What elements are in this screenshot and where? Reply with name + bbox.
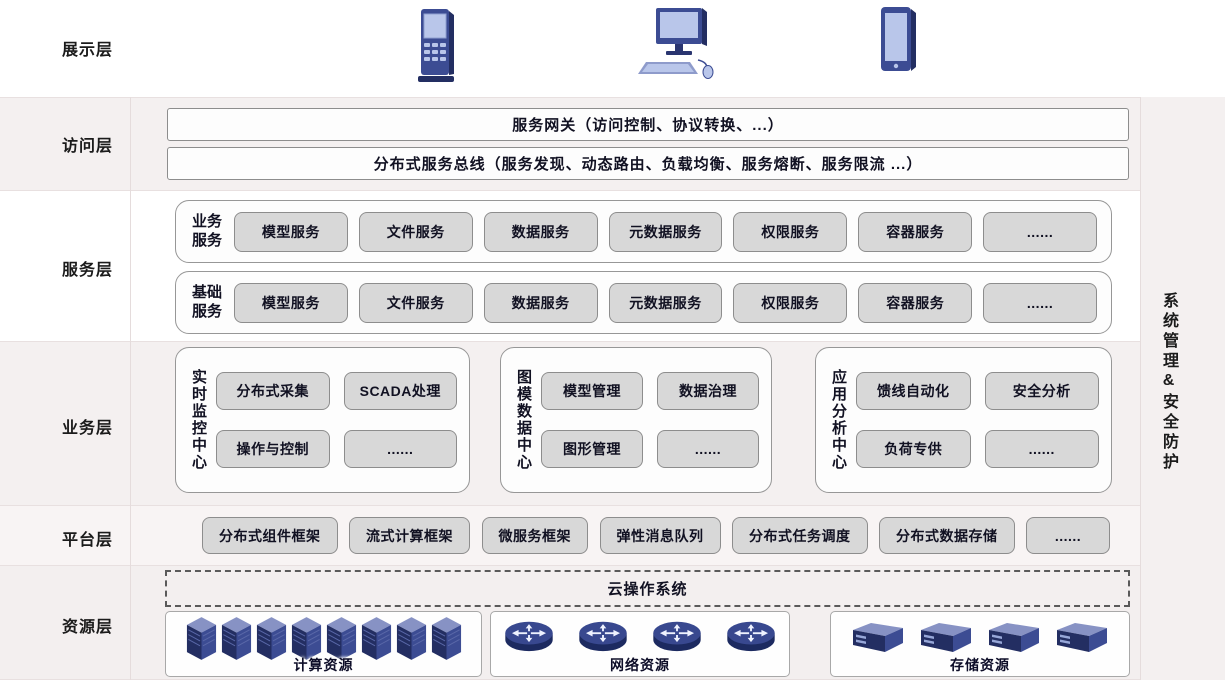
service-chip-more: ...... [983, 211, 1098, 252]
application-analysis-center: 应用分析中心 馈线自动化 安全分析 负荷专供 ...... [815, 347, 1112, 493]
platform-chip: 微服务框架 [481, 517, 588, 554]
resource-group-label: 网络资源 [610, 657, 670, 673]
business-chip: 馈线自动化 [856, 372, 971, 410]
platform-chip: 流式计算框架 [349, 517, 470, 554]
business-chip: 安全分析 [984, 372, 1099, 410]
router-icon [725, 618, 777, 654]
desktop-computer-icon [636, 6, 722, 80]
center-chip-grid: 馈线自动化 安全分析 负荷专供 ...... [856, 372, 1099, 468]
business-chip: 负荷专供 [856, 430, 971, 468]
center-chip-grid: 分布式采集 SCADA处理 操作与控制 ...... [216, 372, 457, 468]
sidebar-column [1140, 97, 1225, 680]
storage-array-icon [851, 620, 905, 654]
router-icon [577, 618, 629, 654]
business-chip: SCADA处理 [343, 372, 457, 410]
business-chip: 数据治理 [657, 372, 759, 410]
platform-chip-more: ...... [1026, 517, 1110, 554]
platform-chip: 分布式组件框架 [202, 517, 338, 554]
business-services-row: 业务服务 模型服务 文件服务 数据服务 元数据服务 权限服务 容器服务 ....… [175, 200, 1112, 263]
storage-array-icon [987, 620, 1041, 654]
business-chip: 图形管理 [541, 430, 643, 468]
router-icon [503, 618, 555, 654]
service-chip: 容器服务 [858, 211, 973, 252]
service-chip: 文件服务 [358, 211, 473, 252]
business-chip-more: ...... [984, 430, 1099, 468]
service-chip: 容器服务 [858, 282, 973, 323]
service-chip: 元数据服务 [608, 282, 723, 323]
service-group-label: 基础服务 [191, 283, 222, 320]
storage-array-icon [1055, 620, 1109, 654]
platform-frameworks-row: 分布式组件框架 流式计算框架 微服务框架 弹性消息队列 分布式任务调度 分布式数… [202, 517, 1110, 554]
layer-label-business: 业务层 [62, 420, 114, 437]
service-chip: 权限服务 [733, 211, 848, 252]
network-resources-group: 网络资源 [490, 611, 790, 677]
service-chip: 权限服务 [733, 282, 848, 323]
business-chip: 操作与控制 [216, 430, 330, 468]
service-group-label: 业务服务 [191, 212, 222, 249]
cloud-os-box: 云操作系统 [165, 570, 1130, 607]
storage-resources-group: 存储资源 [830, 611, 1130, 677]
realtime-monitoring-center: 实时监控中心 分布式采集 SCADA处理 操作与控制 ...... [175, 347, 470, 493]
storage-array-icon [919, 620, 973, 654]
platform-chip: 弹性消息队列 [599, 517, 721, 554]
service-bus-bar: 分布式服务总线（服务发现、动态路由、负载均衡、服务熔断、服务限流 ...） [167, 147, 1129, 180]
business-chip: 分布式采集 [216, 372, 330, 410]
service-gateway-bar: 服务网关（访问控制、协议转换、...） [167, 108, 1129, 141]
service-chip-more: ...... [983, 282, 1098, 323]
router-icon-row [491, 618, 789, 654]
layer-label-service: 服务层 [62, 262, 114, 279]
resource-group-label: 存储资源 [950, 657, 1010, 673]
center-title: 图模数据中心 [515, 369, 532, 471]
layer-label-access: 访问层 [62, 138, 114, 155]
resource-group-label: 计算资源 [293, 657, 354, 673]
business-chip-more: ...... [343, 430, 457, 468]
service-chip: 文件服务 [358, 282, 473, 323]
presentation-layer-band [0, 0, 1225, 97]
label-divider-line [130, 97, 131, 680]
handheld-terminal-icon [412, 6, 460, 84]
business-chip-more: ...... [657, 430, 759, 468]
layer-label-platform: 平台层 [62, 532, 114, 549]
layer-label-presentation: 展示层 [62, 42, 114, 59]
service-chip: 模型服务 [234, 211, 348, 252]
cloud-os-label: 云操作系统 [607, 581, 688, 598]
center-title: 应用分析中心 [830, 369, 847, 471]
platform-chip: 分布式任务调度 [732, 517, 868, 554]
storage-icon-row [831, 620, 1129, 654]
graph-model-data-center: 图模数据中心 模型管理 数据治理 图形管理 ...... [500, 347, 772, 493]
center-title: 实时监控中心 [190, 369, 207, 471]
service-chip-list: 模型服务 文件服务 数据服务 元数据服务 权限服务 容器服务 ...... [234, 282, 1098, 323]
basic-services-row: 基础服务 模型服务 文件服务 数据服务 元数据服务 权限服务 容器服务 ....… [175, 271, 1112, 334]
service-chip: 模型服务 [234, 282, 348, 323]
system-management-security-label: 系统管理&安全防护 [1160, 292, 1177, 473]
service-chip: 元数据服务 [608, 211, 723, 252]
business-chip: 模型管理 [541, 372, 643, 410]
service-chip: 数据服务 [483, 211, 598, 252]
platform-chip: 分布式数据存储 [879, 517, 1015, 554]
layer-label-resource: 资源层 [62, 619, 114, 636]
compute-resources-group: 计算资源 [165, 611, 482, 677]
tablet-icon [874, 5, 920, 77]
service-chip: 数据服务 [483, 282, 598, 323]
center-chip-grid: 模型管理 数据治理 图形管理 ...... [541, 372, 759, 468]
service-chip-list: 模型服务 文件服务 数据服务 元数据服务 权限服务 容器服务 ...... [234, 211, 1098, 252]
router-icon [651, 618, 703, 654]
